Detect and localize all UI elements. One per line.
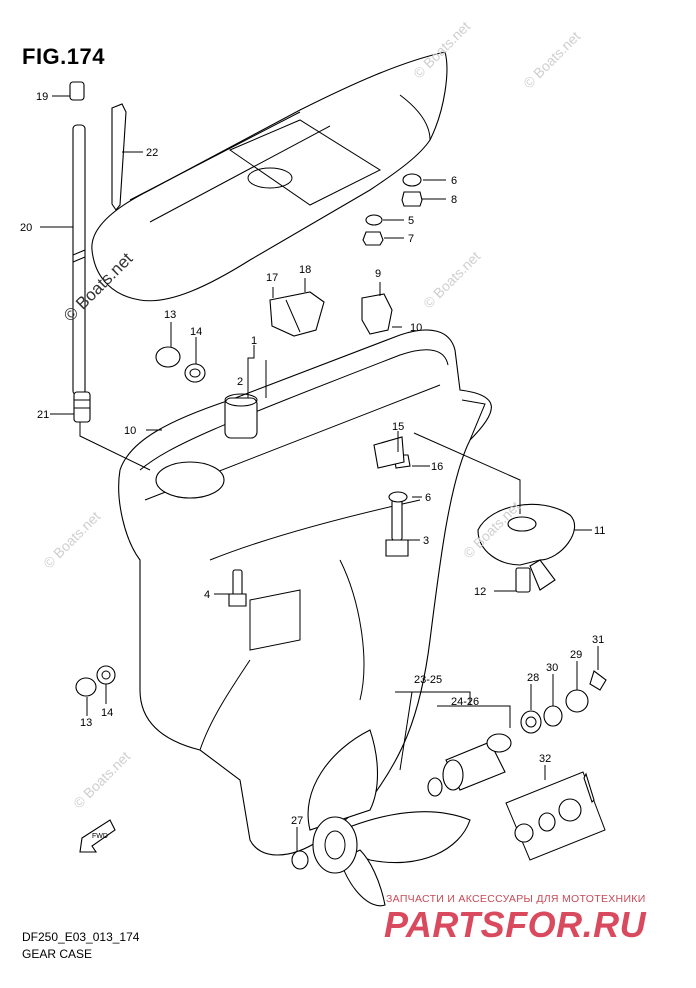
callout-28: 28 [527,672,539,684]
trim-tab-anode-part [477,503,576,593]
callout-15: 15 [392,421,404,433]
callout-17: 17 [266,272,278,284]
long-rod-part [69,81,91,423]
callout-6-lower: 6 [425,492,431,504]
callout-22: 22 [146,147,158,159]
callout-31: 31 [592,634,604,646]
callout-21: 21 [37,409,49,421]
shop-logo: PARTSFOR.RU [384,904,647,945]
lower-plug-part [75,665,116,697]
callout-5: 5 [408,215,414,227]
bushing-part [427,733,512,797]
fwd-label: FWD [92,833,108,840]
callout-3: 3 [423,535,429,547]
callout-1: 1 [251,335,257,347]
callout-18: 18 [299,264,311,276]
propeller-part [291,729,471,907]
callout-10-upper: 10 [410,322,422,334]
callout-13: 13 [164,309,176,321]
figure-code: DF250_E03_013_174 [22,930,140,944]
callout-10-lower: 10 [124,425,136,437]
nut-washer-set-part [520,670,607,734]
callout-numbers: 19 22 20 6 8 5 7 17 18 9 13 14 1 2 10 21… [20,91,605,827]
callout-14-lower: 14 [101,707,113,719]
kit-box-part [505,771,606,861]
callout-12: 12 [474,586,486,598]
callout-32: 32 [539,753,551,765]
callout-30: 30 [546,662,558,674]
bracket-part [269,291,393,337]
callout-19: 19 [36,91,48,103]
plug-and-washer-part [155,346,206,383]
gear-case-body [118,329,492,856]
leader-lines [40,95,599,851]
callout-29: 29 [570,649,582,661]
forward-arrow-icon: FWD [79,819,116,853]
callout-24-26: 24-26 [451,696,479,708]
figure-caption: GEAR CASE [22,947,93,961]
callout-14: 14 [190,326,202,338]
callout-16: 16 [431,461,443,473]
callout-7: 7 [408,233,414,245]
callout-9: 9 [375,268,381,280]
callout-23-25: 23-25 [414,674,442,686]
callout-13-lower: 13 [80,717,92,729]
callout-20: 20 [20,222,32,234]
callout-11: 11 [594,525,605,537]
upper-cover-part [91,51,448,302]
shop-tagline: ЗАПЧАСТИ И АКСЕССУАРЫ ДЛЯ МОТОТЕХНИКИ [386,893,646,905]
callout-27: 27 [291,815,303,827]
tie-strap-part [111,103,127,211]
callout-2: 2 [237,376,243,388]
figure-title: FIG.174 [22,44,105,69]
small-hardware-part [362,173,423,246]
callout-6: 6 [451,175,457,187]
bolts-part [228,436,411,607]
callout-8: 8 [451,194,457,206]
callout-4: 4 [204,589,210,601]
